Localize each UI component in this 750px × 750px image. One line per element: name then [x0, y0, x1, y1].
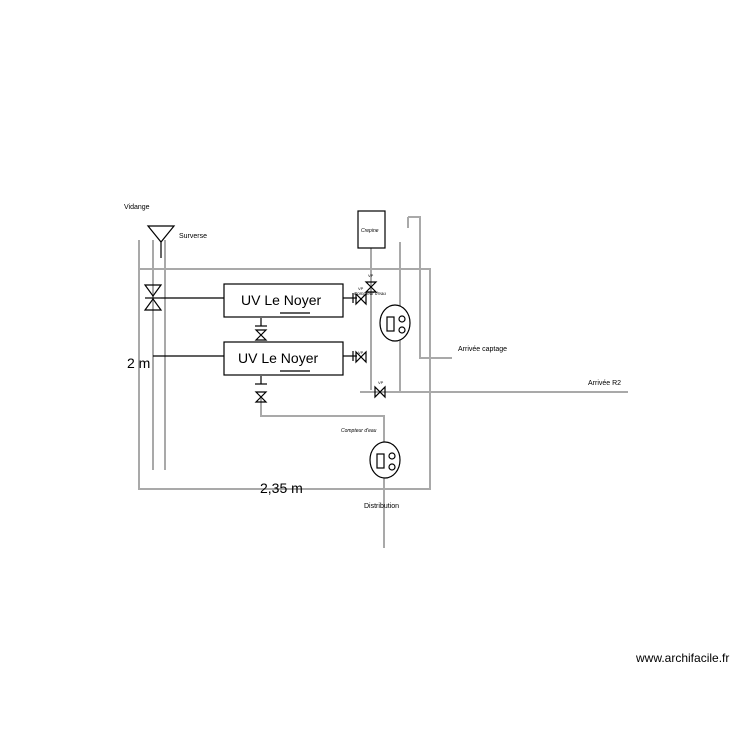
valve-lower-vp: [355, 350, 367, 364]
vidange-label: Vidange: [124, 204, 150, 211]
drain-valve-bottom: [254, 376, 268, 403]
water-meter-top: [379, 304, 411, 342]
uv-bottom-label: UV Le Noyer: [238, 350, 318, 366]
uv-top-label: UV Le Noyer: [241, 292, 321, 308]
compteur-bottom-label: Compteur d'eau: [341, 428, 377, 434]
crepine-label: Crepine: [361, 228, 379, 234]
vp-mid-label: VP: [358, 286, 364, 291]
distribution-label: Distribution: [364, 503, 399, 510]
vidange-valve: [143, 284, 163, 311]
watermark-text: www.archifacile.fr: [635, 651, 729, 665]
valve-r2-vp: [374, 385, 386, 399]
water-meter-bottom: [369, 441, 401, 479]
surverse-funnel: [146, 225, 176, 243]
arrivee-r2-label: Arrivée R2: [588, 380, 621, 387]
tank-outline: [138, 216, 628, 548]
vp-top-label: VP: [368, 273, 374, 278]
arrivee-captage-label: Arrivée captage: [458, 346, 507, 353]
dimension-width-label: 2,35 m: [260, 480, 303, 496]
valve-mid-vp: [355, 292, 367, 306]
compteur-top-label: Compteur d'eau: [354, 291, 386, 296]
drain-valve-top: [254, 318, 268, 341]
uv-unit-top: [223, 283, 344, 318]
dimension-height-label: 2 m: [127, 355, 150, 371]
valve-top-vp: [364, 281, 378, 293]
vp-lower-label: VP: [358, 350, 364, 355]
surverse-label: Surverse: [179, 233, 207, 240]
vp-r2-label: VP: [378, 380, 384, 385]
uv-unit-bottom: [223, 341, 344, 376]
crepine-box: [357, 210, 386, 249]
